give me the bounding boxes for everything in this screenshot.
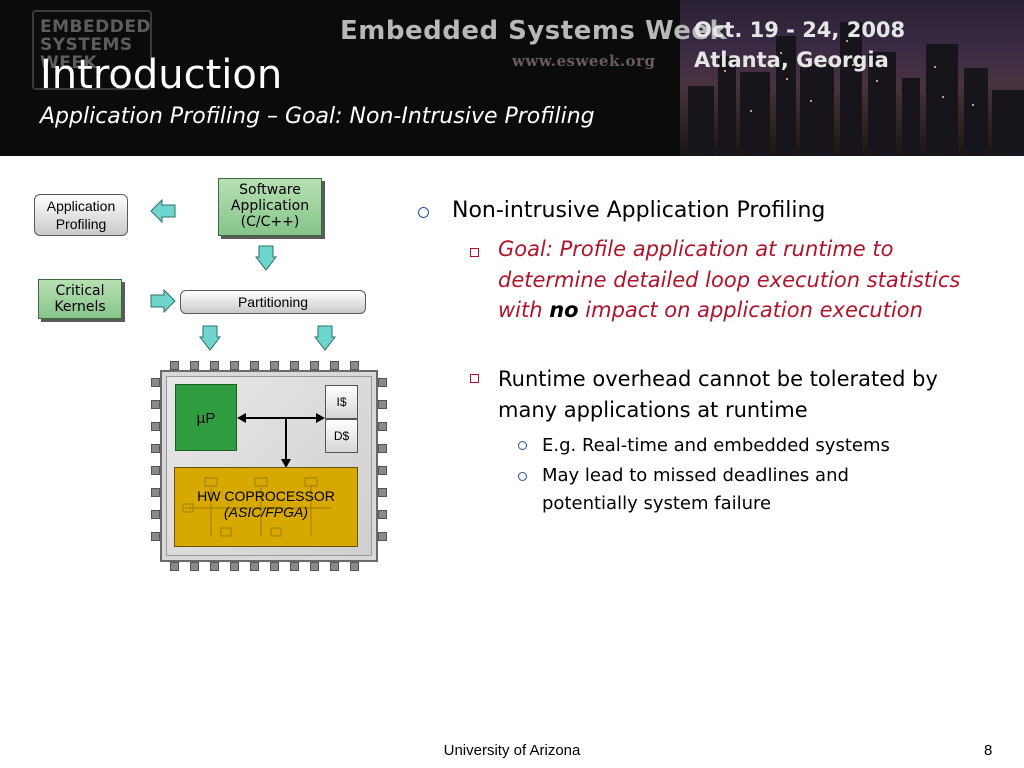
bullet-l1-text: Non-intrusive Application Profiling <box>452 198 826 223</box>
bullet-l3a-text: E.g. Real-time and embedded systems <box>542 435 890 456</box>
slide-header: EMBEDDED SYSTEMS WEEK Embedded Systems W… <box>0 0 1024 156</box>
software-application-box: Software Application (C/C++) <box>218 178 322 236</box>
page-number: 8 <box>984 742 993 759</box>
bullet-l3b-text: May lead to missed deadlines and potenti… <box>542 465 849 514</box>
hollow-circle-bullet-icon <box>518 472 527 481</box>
left-arrow-icon <box>150 199 176 223</box>
slide-subtitle: Application Profiling – Goal: Non-Intrus… <box>40 104 595 129</box>
hw-coprocessor-block: HW COPROCESSOR (ASIC/FPGA) <box>174 467 358 547</box>
down-arrow-icon <box>199 325 221 351</box>
data-cache-block: D$ <box>325 419 358 453</box>
software-application-label-3: (C/C++) <box>240 214 300 230</box>
right-arrow-icon <box>150 289 176 313</box>
bullet-l2a-text: Goal: Profile application at runtime to … <box>498 237 961 322</box>
down-arrow-icon <box>314 325 336 351</box>
event-name: Embedded Systems Week <box>340 16 728 46</box>
bus-arrows <box>237 413 325 468</box>
hollow-circle-bullet-icon <box>418 207 429 218</box>
bullet-l2a-emphasis: no <box>549 298 579 322</box>
software-application-label-2: Application <box>230 198 310 214</box>
critical-kernels-label-1: Critical <box>55 283 105 299</box>
hollow-square-bullet-icon <box>470 374 479 383</box>
critical-kernels-box: Critical Kernels <box>38 279 122 319</box>
city-skyline-image <box>680 0 1024 156</box>
circuit-pattern-icon <box>182 477 331 537</box>
footer-organization: University of Arizona <box>443 742 581 759</box>
event-dates: Oct. 19 - 24, 2008 <box>694 18 906 42</box>
critical-kernels-label-2: Kernels <box>54 299 106 315</box>
software-application-label-1: Software <box>239 182 301 198</box>
esweek-logo: EMBEDDED SYSTEMS WEEK <box>32 10 152 90</box>
event-location: Atlanta, Georgia <box>694 48 889 72</box>
hw-coprocessor-label: HW COPROCESSOR <box>197 488 335 504</box>
event-url: www.esweek.org <box>512 52 656 70</box>
bullet-l2b-text: Runtime overhead cannot be tolerated by … <box>498 367 938 422</box>
hollow-circle-bullet-icon <box>518 441 527 450</box>
application-profiling-box: Application Profiling <box>34 194 128 236</box>
instruction-cache-block: I$ <box>325 385 358 419</box>
slide-title: Introduction <box>40 52 283 98</box>
partitioning-box: Partitioning <box>180 290 366 314</box>
hw-coprocessor-sublabel: (ASIC/FPGA) <box>223 504 308 520</box>
microprocessor-block: µP <box>175 384 237 451</box>
down-arrow-icon <box>255 245 277 271</box>
hollow-square-bullet-icon <box>470 248 479 257</box>
